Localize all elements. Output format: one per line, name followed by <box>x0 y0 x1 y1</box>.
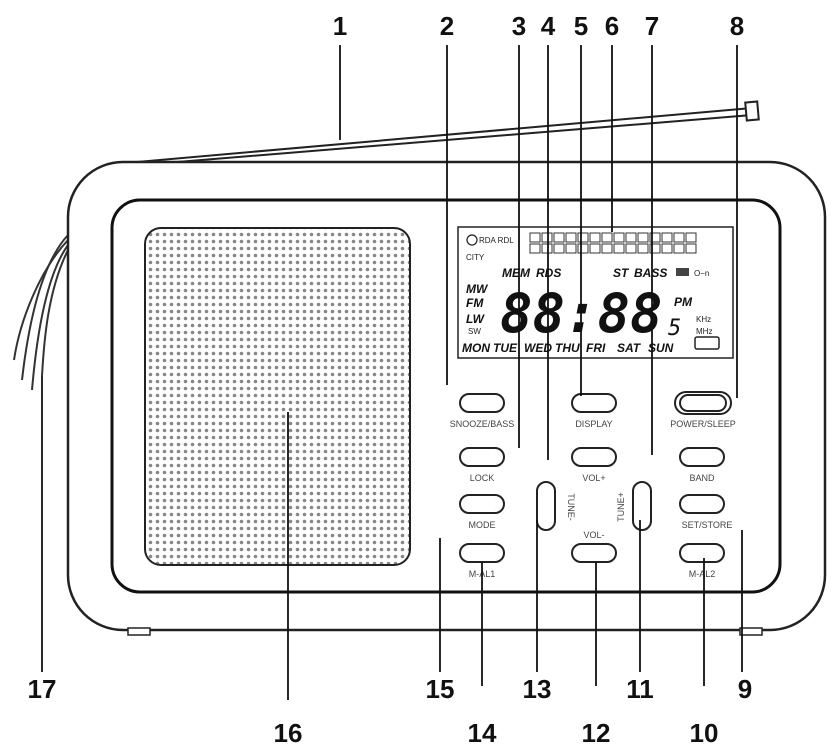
callout-3: 3 <box>512 11 526 41</box>
lcd-band-lw: LW <box>466 312 486 326</box>
lcd-band-fm: FM <box>466 296 484 310</box>
lcd-segment-cell <box>661 232 673 243</box>
lcd-rds-sig: RDA RDL <box>479 236 514 245</box>
callout-2: 2 <box>440 11 454 41</box>
callout-17: 17 <box>28 674 57 704</box>
svg-text:TUNE+: TUNE+ <box>616 492 626 522</box>
lcd-segment-row <box>529 232 697 254</box>
lcd-segment-cell <box>577 232 589 243</box>
lcd-segment-cell <box>601 243 613 254</box>
lcd-day-mon: MON <box>462 341 490 355</box>
callout-4: 4 <box>541 11 556 41</box>
lcd-segment-cell <box>661 243 673 254</box>
lcd-segment-cell <box>565 243 577 254</box>
lcd-key: O−n <box>694 269 709 278</box>
lcd-day-wed: WED <box>524 341 552 355</box>
lcd-segment-cell <box>625 243 637 254</box>
lcd-segment-cell <box>685 243 697 254</box>
speaker-grille <box>144 227 411 566</box>
lcd-mhz: MHz <box>696 327 712 336</box>
lcd-city: CITY <box>466 253 485 262</box>
lcd-day-sun: SUN <box>648 341 674 355</box>
lcd-segment-cell <box>673 232 685 243</box>
leader-lines <box>41 45 743 700</box>
lcd-band-sw: SW <box>468 327 481 336</box>
button-tune-down[interactable]: TUNE- <box>536 481 576 531</box>
lcd-segment-cell <box>673 243 685 254</box>
svg-text:TUNE-: TUNE- <box>566 493 576 521</box>
lcd-segment-cell <box>649 243 661 254</box>
lcd-day-tue: TUE <box>493 341 518 355</box>
svg-text:POWER/SLEEP: POWER/SLEEP <box>670 419 736 429</box>
button-lock[interactable]: LOCK <box>459 447 505 483</box>
lcd-khz: KHz <box>696 315 711 324</box>
svg-text:M-AL2: M-AL2 <box>689 569 716 579</box>
svg-text:MODE: MODE <box>469 520 496 530</box>
wire-antenna <box>13 234 69 391</box>
callout-8: 8 <box>730 11 744 41</box>
lcd-segment-cell <box>553 243 565 254</box>
lcd-segment-cell <box>553 232 565 243</box>
lcd-segment-cell <box>613 243 625 254</box>
svg-text:VOL+: VOL+ <box>582 473 605 483</box>
lcd-band-mw: MW <box>466 282 489 296</box>
button-display[interactable]: DISPLAY <box>571 393 617 429</box>
svg-text:BAND: BAND <box>689 473 715 483</box>
lcd-segment-cell <box>685 232 697 243</box>
svg-text:LOCK: LOCK <box>470 473 495 483</box>
lcd-mem: MEM <box>502 266 531 280</box>
button-tune-up[interactable]: TUNE+ <box>616 481 652 531</box>
lcd-sleep-digit: 5 <box>668 316 681 341</box>
callout-7: 7 <box>645 11 659 41</box>
lcd-day-thu: THU <box>555 341 580 355</box>
callout-5: 5 <box>574 11 588 41</box>
lcd-day-sat: SAT <box>617 341 642 355</box>
button-mal2[interactable]: M-AL2 <box>679 543 725 579</box>
button-band[interactable]: BAND <box>679 447 725 483</box>
battery-icon <box>694 336 720 350</box>
svg-text:SNOOZE/BASS: SNOOZE/BASS <box>450 419 515 429</box>
button-vol-up[interactable]: VOL+ <box>571 447 617 483</box>
callout-12: 12 <box>582 718 611 748</box>
callout-10: 10 <box>690 718 719 748</box>
lcd-segment-cell <box>613 232 625 243</box>
lcd-st: ST <box>613 266 630 280</box>
lcd-day-fri: FRI <box>586 341 606 355</box>
lcd-segment-cell <box>649 232 661 243</box>
callout-16: 16 <box>274 718 303 748</box>
callout-15: 15 <box>426 674 455 704</box>
button-set-store[interactable]: SET/STORE <box>679 494 733 530</box>
callout-11: 11 <box>626 674 654 704</box>
callout-6: 6 <box>605 11 619 41</box>
lcd-bass: BASS <box>634 266 667 280</box>
button-mode[interactable]: MODE <box>459 494 505 530</box>
callout-14: 14 <box>468 718 497 748</box>
button-power-sleep[interactable]: POWER/SLEEP <box>670 391 736 429</box>
lcd-segment-cell <box>529 243 541 254</box>
antenna <box>124 100 760 164</box>
lcd-segment-cell <box>589 232 601 243</box>
svg-text:SET/STORE: SET/STORE <box>682 520 733 530</box>
callout-1: 1 <box>333 11 347 41</box>
svg-text:VOL-: VOL- <box>583 530 604 540</box>
lcd-segment-cell <box>577 243 589 254</box>
lcd-segment-cell <box>625 232 637 243</box>
button-vol-down[interactable]: VOL- <box>571 530 617 563</box>
lcd-segment-cell <box>637 232 649 243</box>
lcd-segment-cell <box>589 243 601 254</box>
callout-13: 13 <box>523 674 552 704</box>
lcd-segment-cell <box>565 232 577 243</box>
callout-9: 9 <box>738 674 752 704</box>
button-snooze-bass[interactable]: SNOOZE/BASS <box>450 393 515 429</box>
svg-text:DISPLAY: DISPLAY <box>575 419 612 429</box>
lcd-segment-cell <box>637 243 649 254</box>
lcd-segment-cell <box>529 232 541 243</box>
lcd-segment-cell <box>601 232 613 243</box>
lcd-segment-cell <box>541 232 553 243</box>
lcd-display: RDA RDL CITY MEM RDS ST BASS O−n MW FM L… <box>457 226 734 359</box>
lcd-segment-cell <box>541 243 553 254</box>
lcd-pm: PM <box>674 295 693 309</box>
